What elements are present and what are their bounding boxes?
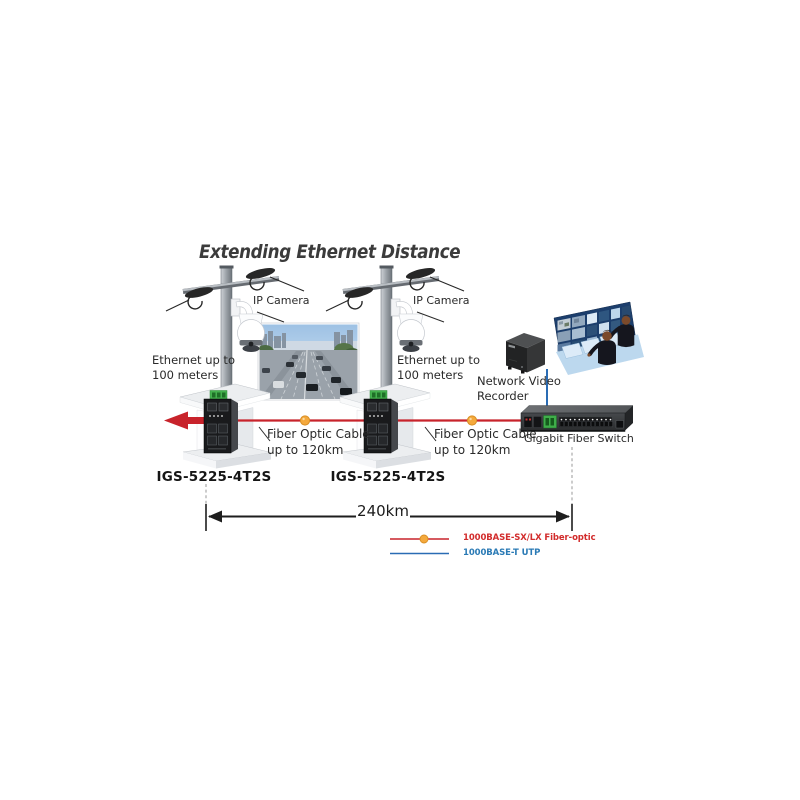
fiber-arrowhead <box>164 411 206 430</box>
fiber-switch-label: Gigabit Fiber Switch <box>524 432 634 445</box>
ip-camera-label-2: IP Camera <box>413 294 470 307</box>
ethernet-distance-label-1: Ethernet up to 100 meters <box>152 353 235 383</box>
legend-utp-label: 1000BASE-T UTP <box>463 548 541 558</box>
industrial-switch-label-2: IGS-5225-4T2S <box>330 469 446 485</box>
legend-swatches <box>390 534 449 555</box>
fiber-switch-figure <box>520 405 634 432</box>
legend-fiber-label: 1000BASE-SX/LX Fiber-optic <box>463 533 596 543</box>
leader-lines <box>256 311 445 442</box>
industrial-switch-label-1: IGS-5225-4T2S <box>156 469 272 485</box>
diagram-title: Extending Ethernet Distance <box>199 241 461 263</box>
video-wall <box>553 301 644 375</box>
nvr-figure <box>505 333 545 374</box>
traffic-photo <box>257 322 360 401</box>
ip-camera-label-1: IP Camera <box>253 294 310 307</box>
fiber-connector-dot-2 <box>466 415 478 426</box>
operator-figure-1 <box>587 329 616 365</box>
distance-dimension <box>205 447 573 531</box>
total-distance-label: 240km <box>357 502 409 520</box>
fiber-connector-dot-1 <box>299 415 311 426</box>
ethernet-distance-label-2: Ethernet up to 100 meters <box>397 353 480 383</box>
nvr-label: Network Video Recorder <box>477 374 561 404</box>
traffic-cars <box>262 355 352 395</box>
fiber-cable-label-1: Fiber Optic Cable up to 120km <box>267 427 370 457</box>
fiber-cable-label-2: Fiber Optic Cable up to 120km <box>434 427 537 457</box>
